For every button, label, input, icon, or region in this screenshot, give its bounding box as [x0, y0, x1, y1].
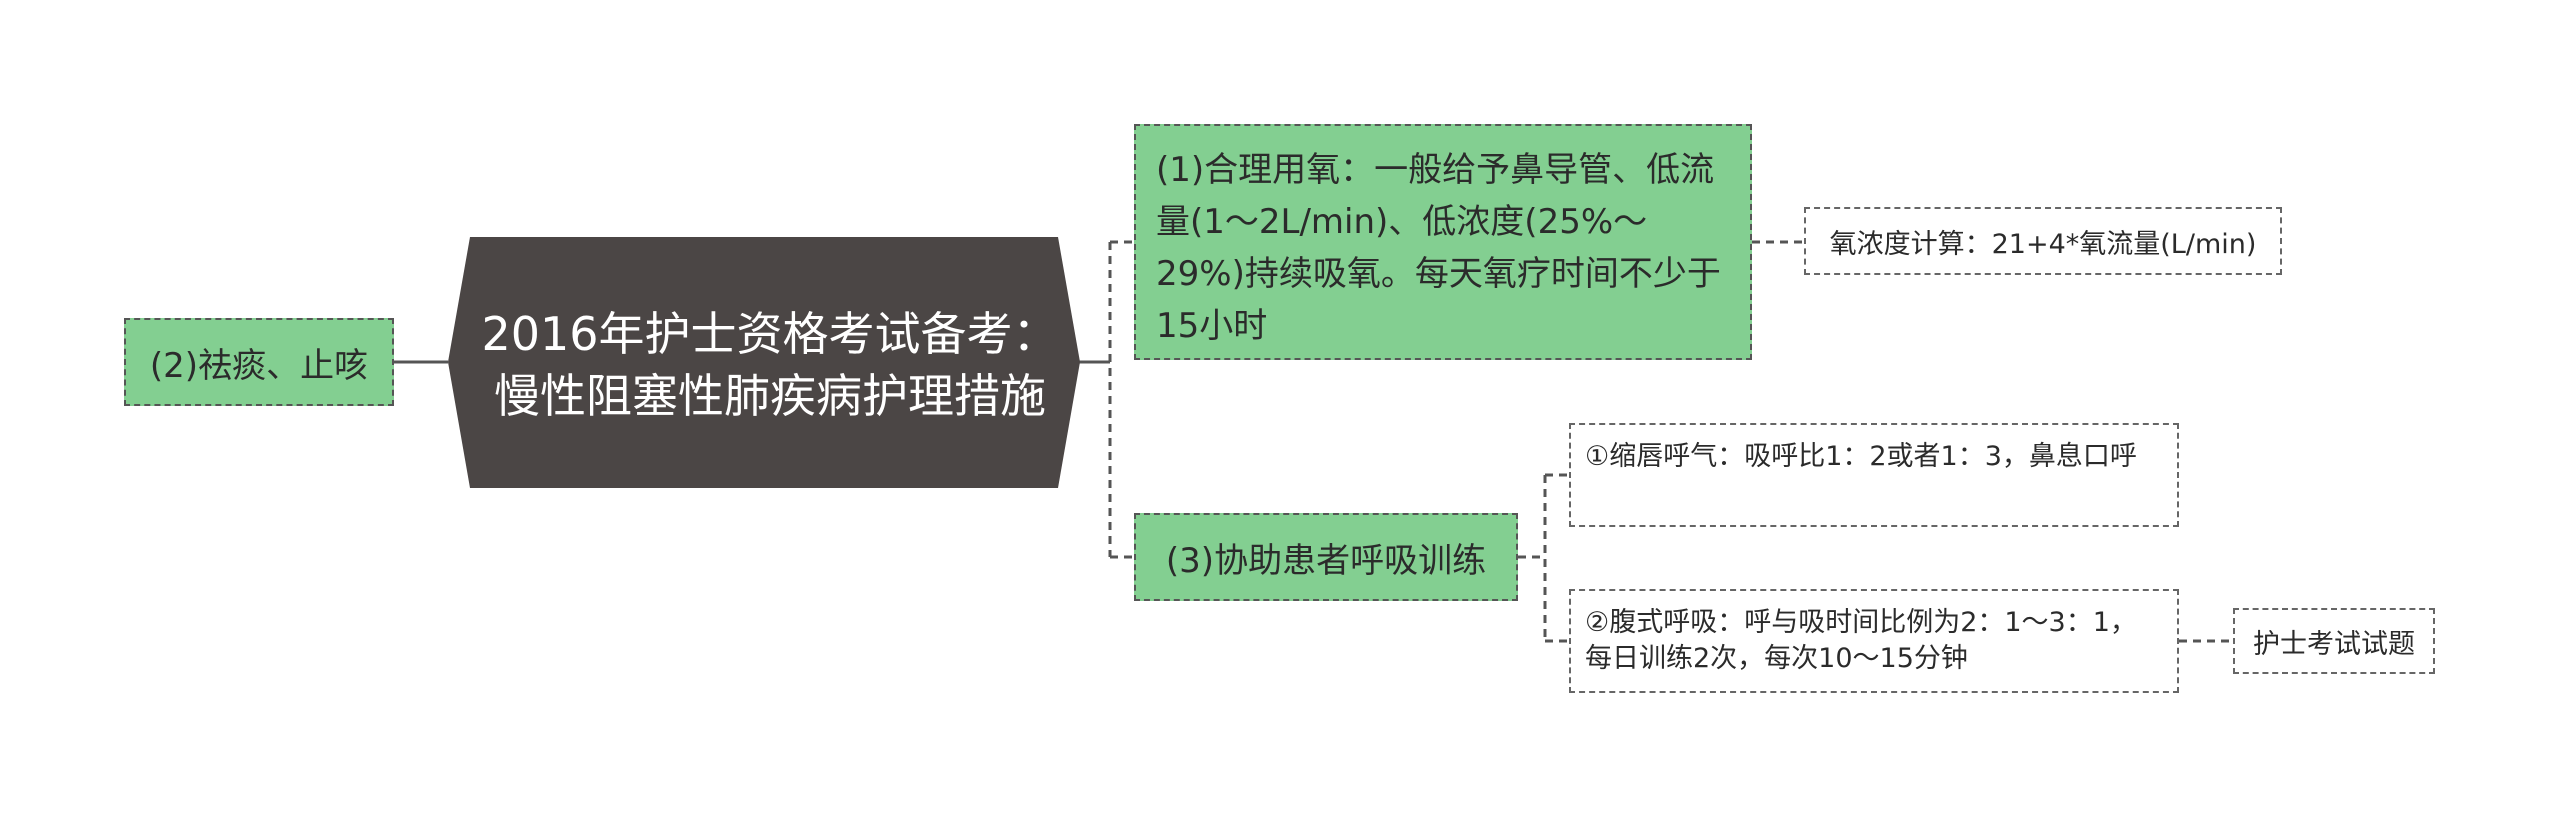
subnode-abdominal-breathing-label: ②腹式呼吸：呼与吸时间比例为2：1～3：1，每日训练2次，每次10～15分钟 [1585, 607, 2137, 674]
central-topic-label: 2016年护士资格考试备考：慢性阻塞性肺疾病护理措施 [481, 307, 1059, 423]
branch-oxygen-therapy[interactable]: (1)合理用氧：一般给予鼻导管、低流量(1～2L/min)、低浓度(25%～29… [1134, 124, 1752, 360]
branch-breathing-training[interactable]: (3)协助患者呼吸训练 [1134, 513, 1518, 601]
subnode-pursed-lip-breathing[interactable]: ①缩唇呼气：吸呼比1：2或者1：3，鼻息口呼 [1569, 423, 2179, 527]
subnode-pursed-lip-breathing-label: ①缩唇呼气：吸呼比1：2或者1：3，鼻息口呼 [1585, 441, 2137, 472]
branch-breathing-training-label: (3)协助患者呼吸训练 [1165, 540, 1487, 581]
subnode-abdominal-breathing[interactable]: ②腹式呼吸：呼与吸时间比例为2：1～3：1，每日训练2次，每次10～15分钟 [1569, 589, 2179, 693]
central-node-shape [448, 237, 1080, 488]
branch-expectorant-label: (2)祛痰、止咳 [149, 345, 369, 386]
subnode-oxygen-calculation-label: 氧浓度计算：21+4*氧流量(L/min) [1829, 228, 2257, 260]
central-topic[interactable]: 2016年护士资格考试备考：慢性阻塞性肺疾病护理措施 [470, 240, 1070, 490]
connector-respiration-trunk [1518, 475, 1547, 641]
subnode-oxygen-calculation[interactable]: 氧浓度计算：21+4*氧流量(L/min) [1804, 207, 2282, 275]
branch-oxygen-therapy-label: (1)合理用氧：一般给予鼻导管、低流量(1～2L/min)、低浓度(25%～29… [1156, 150, 1721, 346]
subnode-nurse-exam-questions-label: 护士考试试题 [2253, 628, 2415, 660]
branch-expectorant[interactable]: (2)祛痰、止咳 [124, 318, 394, 406]
subnode-nurse-exam-questions[interactable]: 护士考试试题 [2233, 608, 2435, 674]
